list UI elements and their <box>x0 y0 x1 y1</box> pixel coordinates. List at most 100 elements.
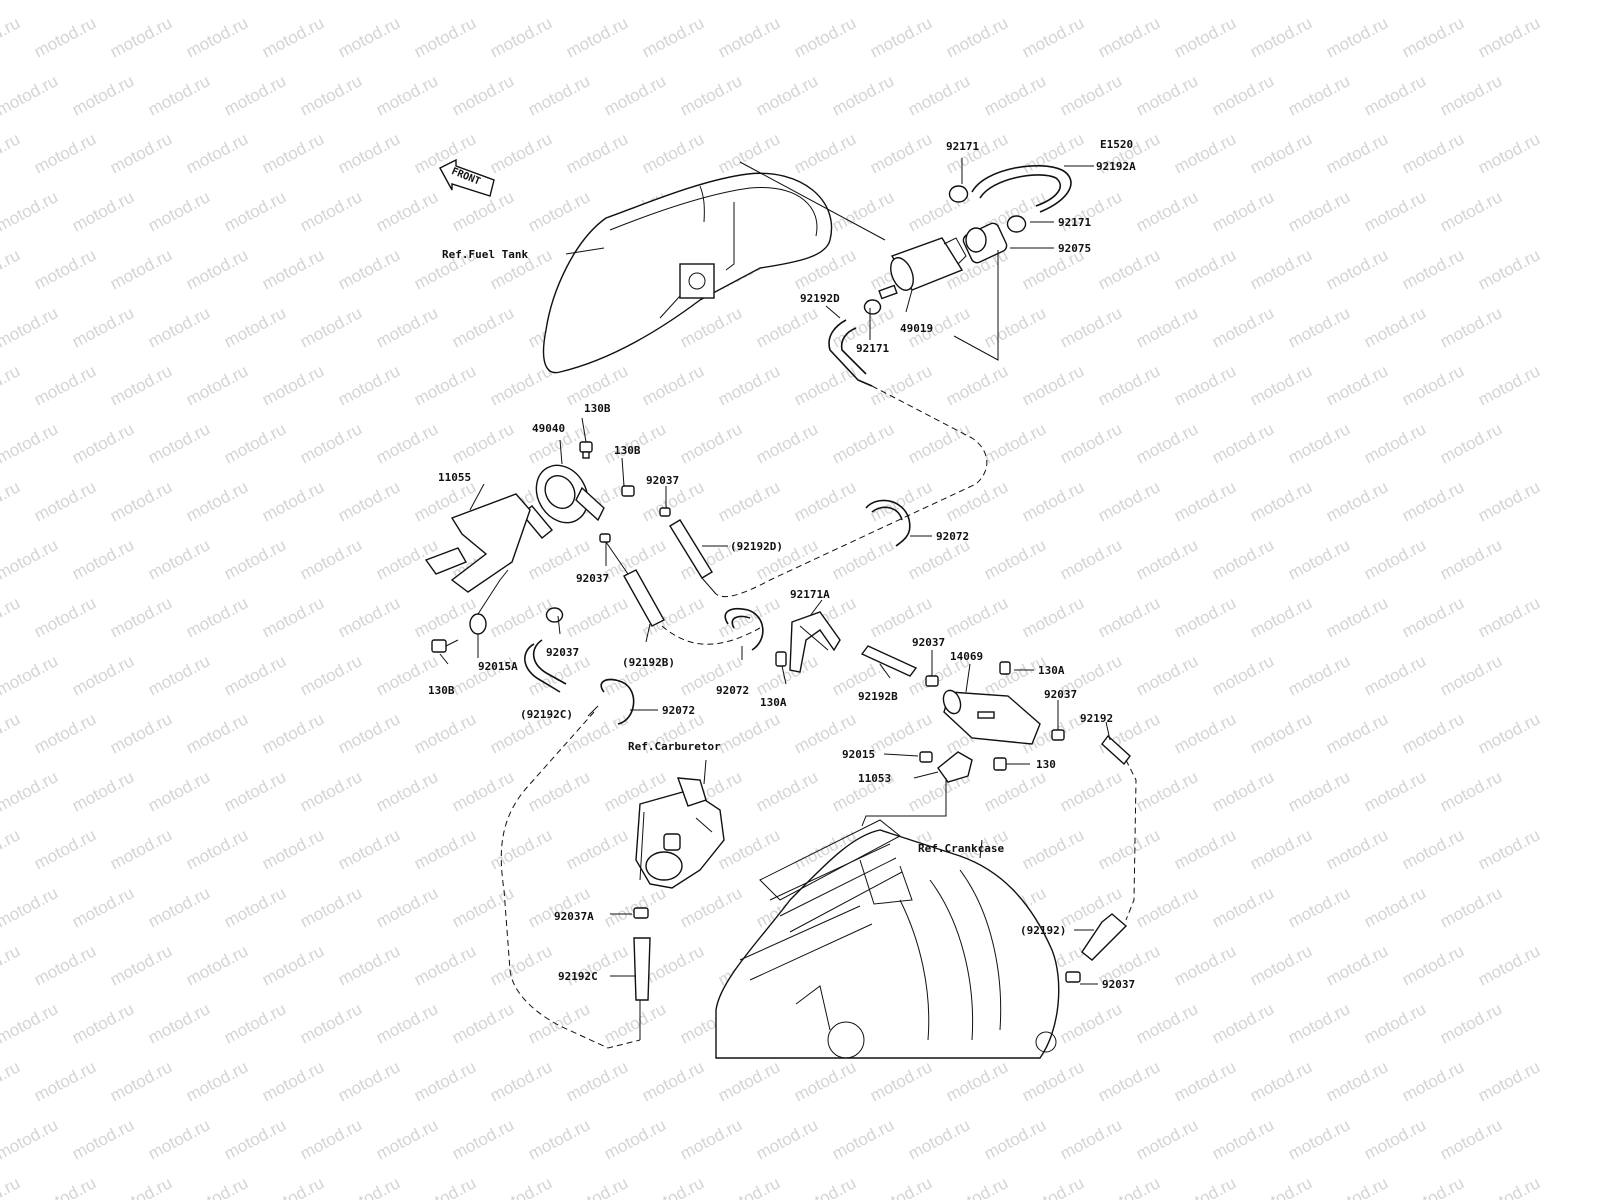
watermark-text: motod.ru <box>715 1173 783 1200</box>
watermark-text: motod.ru <box>31 245 99 293</box>
watermark-text: motod.ru <box>1475 593 1543 641</box>
watermark-text: motod.ru <box>753 0 821 4</box>
watermark-text: motod.ru <box>715 825 783 873</box>
part-label: 92192B <box>858 690 898 703</box>
watermark-text: motod.ru <box>335 709 403 757</box>
watermark-text: motod.ru <box>0 0 61 4</box>
part-label: 92072 <box>716 684 749 697</box>
watermark-text: motod.ru <box>411 1057 479 1105</box>
watermark-text: motod.ru <box>753 767 821 815</box>
watermark-text: motod.ru <box>791 129 859 177</box>
watermark-text: motod.ru <box>1437 767 1505 815</box>
ref-fuel-tank: Ref.Fuel Tank <box>442 248 528 261</box>
watermark-text: motod.ru <box>1247 1057 1315 1105</box>
watermark-text: motod.ru <box>1209 187 1277 235</box>
watermark-text: motod.ru <box>297 71 365 119</box>
watermark-text: motod.ru <box>1475 709 1543 757</box>
part-label: (92192B) <box>622 656 675 669</box>
watermark-text: motod.ru <box>1399 825 1467 873</box>
watermark-text: motod.ru <box>0 1057 23 1105</box>
part-labels: 9217192192A921719207592192D9217149019130… <box>428 140 1136 991</box>
watermark-text: motod.ru <box>145 767 213 815</box>
watermark-text: motod.ru <box>715 361 783 409</box>
watermark-text: motod.ru <box>183 1057 251 1105</box>
watermark-text: motod.ru <box>1323 1173 1391 1200</box>
watermark-text: motod.ru <box>677 71 745 119</box>
part-label: 14069 <box>950 650 983 663</box>
watermark-text: motod.ru <box>145 999 213 1047</box>
watermark-text: motod.ru <box>259 825 327 873</box>
ref-carburetor: Ref.Carburetor <box>628 740 721 753</box>
clamp-92171-right <box>1006 215 1027 233</box>
watermark-text: motod.ru <box>1171 477 1239 525</box>
part-label: 130B <box>584 402 611 415</box>
watermark-text: motod.ru <box>0 883 61 931</box>
watermark-text: motod.ru <box>1247 825 1315 873</box>
watermark-text: motod.ru <box>1247 477 1315 525</box>
watermark-text: motod.ru <box>183 477 251 525</box>
watermark-text: motod.ru <box>69 0 137 4</box>
bolt-130A-right <box>999 661 1011 675</box>
watermark-text: motod.ru <box>1057 767 1125 815</box>
hose-92192D <box>828 319 873 387</box>
watermark-text: motod.ru <box>905 71 973 119</box>
clamp-92037-c <box>925 675 939 687</box>
watermark-text: motod.ru <box>297 535 365 583</box>
watermark-text: motod.ru <box>335 361 403 409</box>
watermark-text: motod.ru <box>221 303 289 351</box>
watermark-text: motod.ru <box>1323 941 1391 989</box>
watermark-text: motod.ru <box>1361 0 1429 4</box>
watermark-text: motod.ru <box>1019 825 1087 873</box>
watermark-text: motod.ru <box>1209 1115 1277 1163</box>
watermark-text: motod.ru <box>1171 245 1239 293</box>
watermark-text: motod.ru <box>31 1057 99 1105</box>
watermark-text: motod.ru <box>0 187 61 235</box>
watermark-text: motod.ru <box>183 709 251 757</box>
part-label: 92037 <box>912 636 945 649</box>
watermark-text: motod.ru <box>183 825 251 873</box>
watermark-text: motod.ru <box>221 187 289 235</box>
watermark-text: motod.ru <box>1399 245 1467 293</box>
watermark-text: motod.ru <box>1475 1173 1543 1200</box>
watermark-text: motod.ru <box>753 1115 821 1163</box>
watermark-text: motod.ru <box>0 651 61 699</box>
watermark-text: motod.ru <box>31 1173 99 1200</box>
watermark-text: motod.ru <box>0 767 61 815</box>
watermark-text: motod.ru <box>1361 187 1429 235</box>
watermark-text: motod.ru <box>145 883 213 931</box>
watermark-text: motod.ru <box>183 13 251 61</box>
watermark-text: motod.ru <box>1133 187 1201 235</box>
watermark-text: motod.ru <box>69 883 137 931</box>
watermark-text: motod.ru <box>1133 1115 1201 1163</box>
watermark-text: motod.ru <box>107 129 175 177</box>
watermark-text: motod.ru <box>107 245 175 293</box>
watermark-text: motod.ru <box>791 1173 859 1200</box>
watermark-text: motod.ru <box>487 825 555 873</box>
watermark-text: motod.ru <box>1475 129 1543 177</box>
watermark-text: motod.ru <box>867 1057 935 1105</box>
band-92072-lower <box>600 678 635 725</box>
watermark-text: motod.ru <box>259 245 327 293</box>
watermark-text: motod.ru <box>107 1173 175 1200</box>
watermark-text: motod.ru <box>411 941 479 989</box>
watermark-text: motod.ru <box>1095 825 1163 873</box>
watermark-text: motod.ru <box>297 999 365 1047</box>
watermark-text: motod.ru <box>335 825 403 873</box>
watermark-text: motod.ru <box>1057 535 1125 583</box>
watermark-text: motod.ru <box>1019 129 1087 177</box>
watermark-text: motod.ru <box>1209 71 1277 119</box>
watermark-text: motod.ru <box>905 1115 973 1163</box>
watermark-text: motod.ru <box>1247 709 1315 757</box>
watermark-text: motod.ru <box>1399 361 1467 409</box>
watermark-text: motod.ru <box>1361 71 1429 119</box>
watermark-text: motod.ru <box>1285 999 1353 1047</box>
watermark-text: motod.ru <box>335 1057 403 1105</box>
watermark-text: motod.ru <box>69 999 137 1047</box>
watermark-text: motod.ru <box>183 361 251 409</box>
watermark-text: motod.ru <box>1209 0 1277 4</box>
watermark-text: motod.ru <box>601 0 669 4</box>
watermark-text: motod.ru <box>753 71 821 119</box>
watermark-text: motod.ru <box>1057 0 1125 4</box>
watermark-text: motod.ru <box>259 1057 327 1105</box>
watermark-text: motod.ru <box>373 303 441 351</box>
